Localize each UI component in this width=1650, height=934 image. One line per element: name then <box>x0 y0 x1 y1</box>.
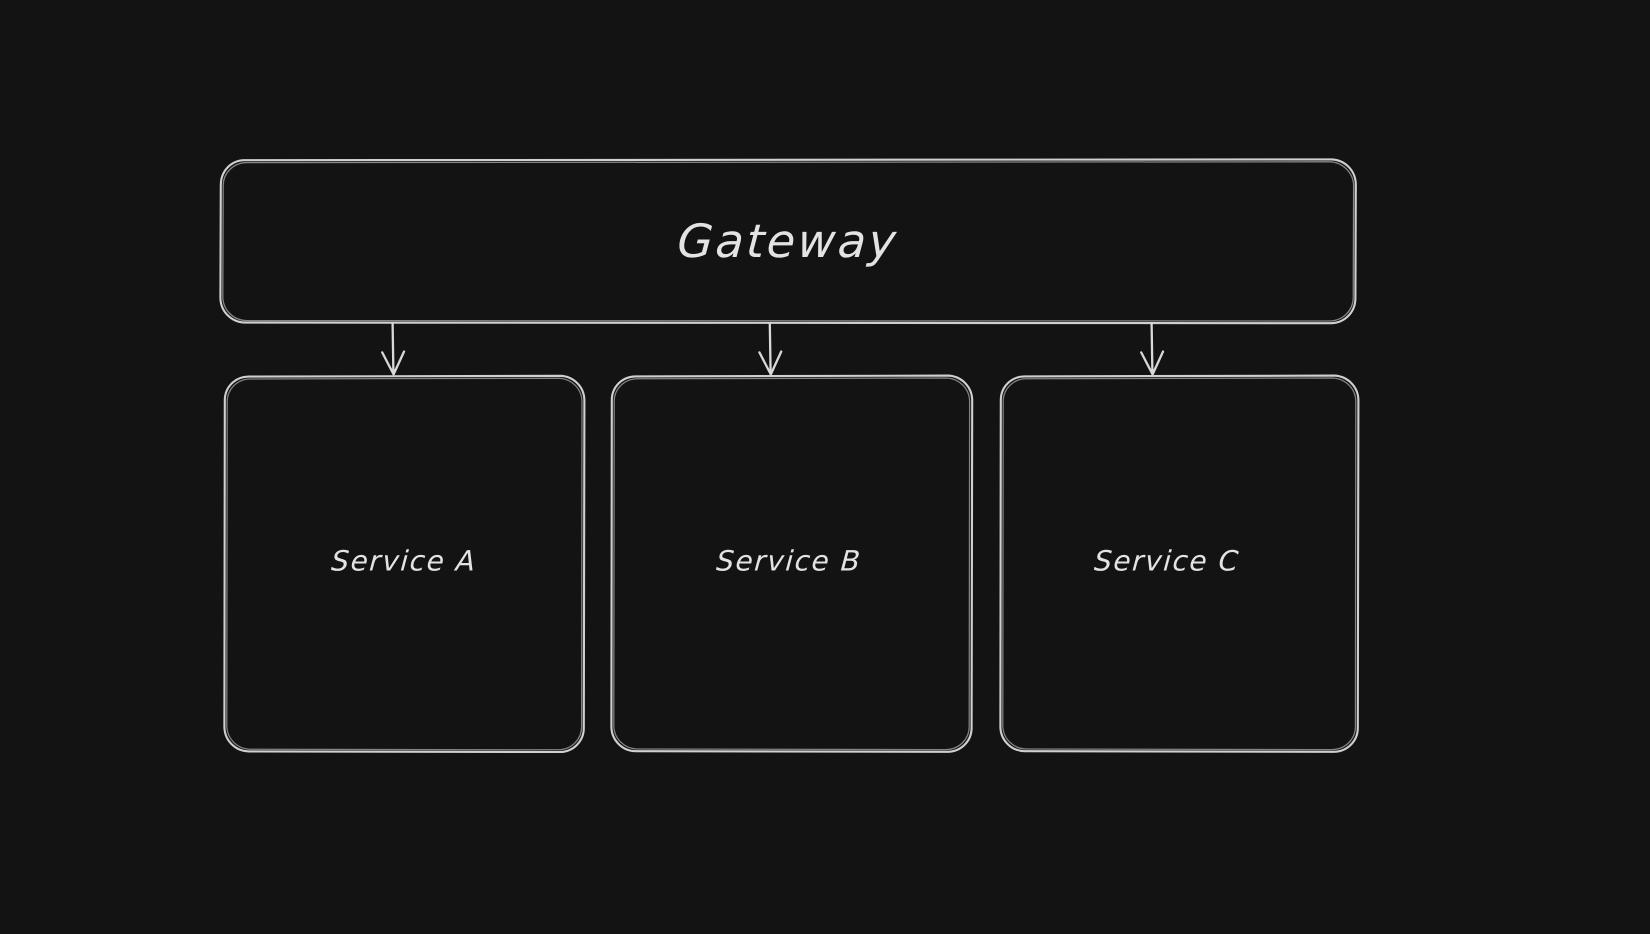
edge-gateway-service-c[interactable] <box>1140 322 1165 376</box>
gateway-node-label: Gateway <box>675 214 901 268</box>
edge-gateway-service-a[interactable] <box>381 322 406 376</box>
service-c-node-label: Service C <box>1093 544 1241 578</box>
service-c-node-shape[interactable] <box>999 374 1360 753</box>
service-a-node-shape[interactable] <box>223 374 586 754</box>
service-b-node-label: Service B <box>715 544 863 578</box>
gateway-node-shape[interactable] <box>219 158 1357 325</box>
service-a-node-label: Service A <box>330 544 478 578</box>
edge-gateway-service-b[interactable] <box>758 322 783 376</box>
service-b-node-shape[interactable] <box>610 374 974 753</box>
